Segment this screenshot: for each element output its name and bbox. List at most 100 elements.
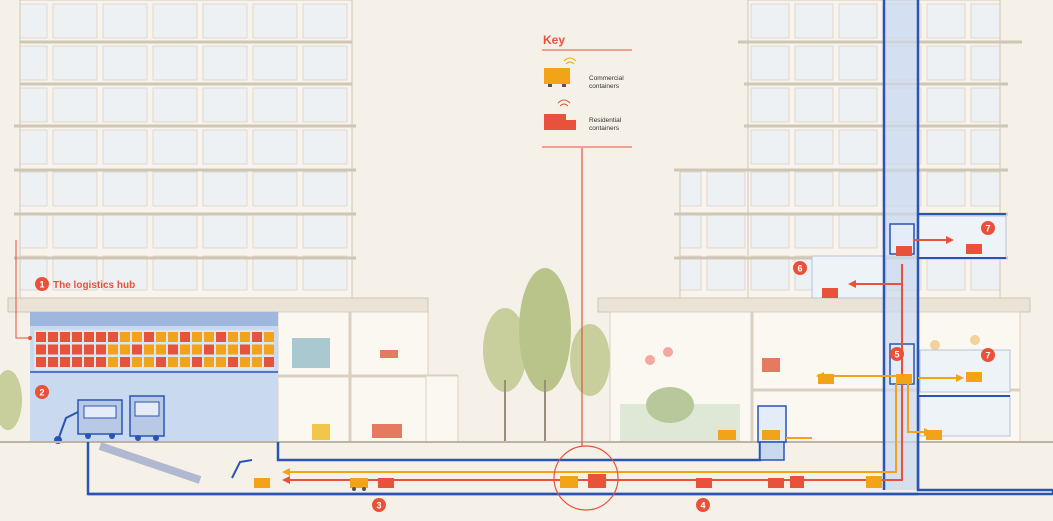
commercial-container bbox=[254, 372, 982, 488]
marker-6: 6 bbox=[793, 261, 807, 275]
racking-cell bbox=[84, 332, 94, 342]
svg-text:4: 4 bbox=[700, 501, 705, 511]
svg-text:2: 2 bbox=[39, 388, 44, 398]
racking-cell bbox=[240, 332, 250, 342]
delivery-truck-2 bbox=[129, 395, 165, 441]
marker-2: 2 bbox=[35, 385, 49, 399]
racking-cell bbox=[144, 344, 154, 355]
racking-cell bbox=[168, 344, 178, 355]
residential-container bbox=[822, 244, 982, 298]
racking-cell bbox=[252, 332, 262, 342]
svg-text:7: 7 bbox=[985, 351, 990, 361]
svg-text:5: 5 bbox=[894, 350, 899, 360]
key-title: Key bbox=[543, 33, 565, 47]
racking-cell bbox=[108, 344, 118, 355]
logistics-hub bbox=[30, 312, 278, 444]
racking-cell bbox=[216, 332, 226, 342]
racking-cell bbox=[228, 357, 238, 367]
marker-3: 3 bbox=[372, 498, 386, 512]
residential-container bbox=[768, 476, 804, 488]
svg-text:3: 3 bbox=[376, 501, 381, 511]
residential-key-label-2: containers bbox=[589, 125, 620, 132]
racking-cell bbox=[48, 344, 58, 355]
racking-cell bbox=[108, 357, 118, 367]
racking-cell bbox=[132, 344, 142, 355]
racking-cell bbox=[204, 357, 214, 367]
racking-cell bbox=[48, 357, 58, 367]
upper-rooms bbox=[811, 215, 1011, 437]
racking-cell bbox=[156, 357, 166, 367]
svg-text:1: 1 bbox=[39, 280, 44, 290]
commercial-key-label: Commercial bbox=[589, 75, 624, 82]
racking-cell bbox=[120, 357, 130, 367]
racking-cell bbox=[192, 332, 202, 342]
racking-cell bbox=[204, 344, 214, 355]
racking-cell bbox=[72, 357, 82, 367]
route-arrows bbox=[282, 236, 954, 484]
racking-cell bbox=[144, 332, 154, 342]
racking-cell bbox=[72, 344, 82, 355]
racking-cell bbox=[36, 357, 46, 367]
racking-cell bbox=[264, 357, 274, 367]
racking-cell bbox=[72, 332, 82, 342]
residential-key-label: Residential bbox=[589, 117, 622, 124]
svg-text:6: 6 bbox=[797, 264, 802, 274]
left-podium bbox=[7, 297, 459, 443]
racking-cell bbox=[120, 332, 130, 342]
racking-cell bbox=[228, 332, 238, 342]
racking-cell bbox=[36, 332, 46, 342]
racking-cell bbox=[132, 332, 142, 342]
racking-cell bbox=[60, 332, 70, 342]
racking-cell bbox=[240, 357, 250, 367]
left-tower bbox=[14, 0, 356, 301]
racking-cell bbox=[168, 332, 178, 342]
racking-cell bbox=[60, 357, 70, 367]
trees bbox=[0, 268, 694, 442]
residential-container bbox=[696, 478, 712, 488]
commercial-container bbox=[866, 476, 882, 488]
racking-cell bbox=[96, 357, 106, 367]
commercial-container bbox=[350, 478, 368, 491]
key-legend: Key Commercial containers Residential co… bbox=[542, 33, 632, 148]
residential-container-icon bbox=[544, 99, 576, 130]
racking-cell bbox=[48, 332, 58, 342]
commercial-container bbox=[560, 476, 578, 488]
racking-cell bbox=[204, 332, 214, 342]
racking-cell bbox=[36, 344, 46, 355]
racking-cell bbox=[168, 357, 178, 367]
marker-5: 5 bbox=[890, 347, 904, 361]
marker-4: 4 bbox=[696, 498, 710, 512]
racking-cell bbox=[180, 332, 190, 342]
residential-container bbox=[378, 478, 394, 488]
racking-cell bbox=[96, 344, 106, 355]
racking-cell bbox=[216, 357, 226, 367]
highlight-circle bbox=[553, 445, 619, 511]
racking-cell bbox=[156, 332, 166, 342]
svg-text:7: 7 bbox=[985, 224, 990, 234]
racking-cell bbox=[96, 332, 106, 342]
racking-cell bbox=[192, 357, 202, 367]
marker-7a: 7 bbox=[981, 221, 995, 235]
small-elevator bbox=[757, 405, 787, 461]
racking-cell bbox=[216, 344, 226, 355]
racking-cell bbox=[144, 357, 154, 367]
racking-cell bbox=[252, 357, 262, 367]
ground-line bbox=[0, 441, 1053, 443]
residential-route bbox=[286, 239, 950, 481]
racking-cell bbox=[60, 344, 70, 355]
logistics-hub-label: The logistics hub bbox=[53, 280, 135, 291]
racking-cell bbox=[156, 344, 166, 355]
racking-cell bbox=[264, 332, 274, 342]
marker-7b: 7 bbox=[981, 348, 995, 362]
racking-cell bbox=[84, 344, 94, 355]
racking-cell bbox=[180, 344, 190, 355]
residential-container bbox=[588, 474, 606, 488]
racking-cell bbox=[240, 344, 250, 355]
hub-leader-line bbox=[15, 240, 30, 339]
commercial-key-label-2: containers bbox=[589, 83, 620, 90]
racking-cell bbox=[228, 344, 238, 355]
racking-cell bbox=[84, 357, 94, 367]
conveyor-robot bbox=[231, 459, 253, 479]
racking-cell bbox=[264, 344, 274, 355]
commercial-container-icon bbox=[544, 57, 577, 87]
